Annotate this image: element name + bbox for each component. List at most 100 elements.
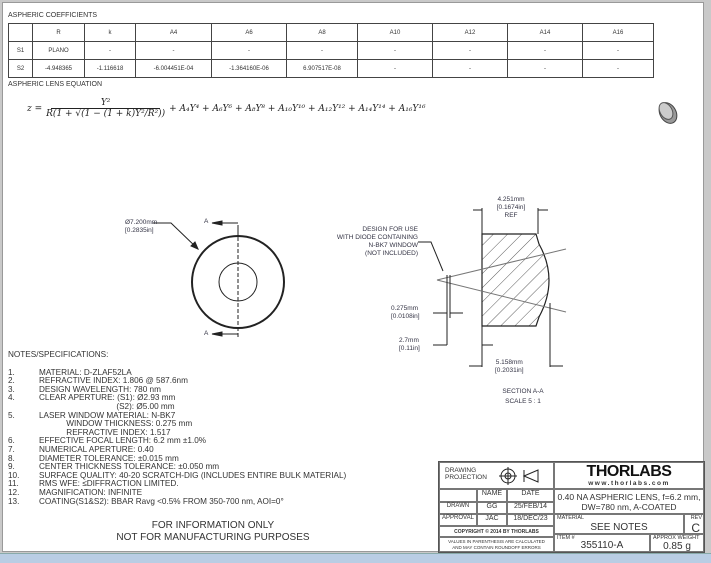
drawing-sheet: ASPHERIC COEFFICIENTS R k A4 A6 A8 A10 A… — [2, 2, 705, 553]
gap-mm: 2.7mm — [399, 337, 419, 344]
wd-mm: 5.158mm — [495, 359, 523, 366]
projection-cell: DRAWING PROJECTION — [439, 462, 554, 489]
note-line: (NOT INCLUDED) — [365, 250, 418, 257]
note-item: 8. DIAMETER TOLERANCE: ±0.015 mm — [8, 453, 346, 464]
note-item: (S2): Ø5.00 mm — [8, 401, 346, 412]
note-item: REFRACTIVE INDEX: 1.517 — [8, 427, 346, 438]
note-text: SURFACE QUALITY: 40-20 SCRATCH-DIG (INCL… — [39, 470, 347, 480]
equation-denominator: R(1 + √(1 − (1 + k)Y²/R²)) — [46, 109, 166, 119]
coefficients-title: ASPHERIC COEFFICIENTS — [8, 12, 98, 19]
table-header-row: R k A4 A6 A8 A10 A12 A14 A16 — [8, 23, 654, 42]
item-number: 355110-A — [580, 540, 624, 551]
cell: - — [582, 59, 654, 78]
note-text: EFFECTIVE FOCAL LENGTH: 6.2 mm ±1.0% — [39, 436, 207, 446]
note-line: N-BK7 WINDOW — [368, 242, 418, 249]
front-view — [153, 220, 285, 338]
equation-terms: + A₄Y⁴ + A₆Y⁶ + A₈Y⁸ + A₁₀Y¹⁰ + A₁₂Y¹² +… — [169, 103, 426, 114]
window-mm: 0.275mm — [391, 305, 419, 312]
drawn-label: DRAWN — [439, 502, 477, 514]
approval-name: JAC — [477, 514, 507, 526]
section-scale: SCALE 5 : 1 — [505, 398, 541, 405]
lens-drawing — [153, 208, 567, 367]
equation-numerator: Y² — [50, 98, 161, 109]
note-number: 7. — [8, 444, 15, 454]
part-description: 0.40 NA ASPHERIC LENS, f=6.2 mm, DW=780 … — [554, 489, 704, 514]
note-line: DESIGN FOR USE — [362, 226, 418, 233]
note-item: 11. RMS WFE: ≤DIFFRACTION LIMITED. — [8, 480, 346, 489]
note-text: WINDOW THICKNESS: 0.275 mm — [39, 419, 193, 429]
note-text: DIAMETER TOLERANCE: ±0.015 mm — [39, 453, 179, 463]
rev-label: REV — [690, 515, 702, 521]
title-block: DRAWING PROJECTION NAME DATE DRAWN GG 25… — [438, 461, 705, 553]
note-text: MAGNIFICATION: INFINITE — [39, 487, 143, 497]
thickness-mm: 4.251mm — [497, 196, 525, 203]
note-text: (S2): Ø5.00 mm — [39, 401, 175, 411]
note-item: 5.LASER WINDOW MATERIAL: N-BK7 — [8, 410, 346, 421]
logo-cell: THORLABS www.thorlabs.com — [554, 462, 704, 489]
note-item: 2.REFRACTIVE INDEX: 1.806 @ 587.6nm — [8, 377, 346, 386]
note-item: WINDOW THICKNESS: 0.275 mm — [8, 420, 346, 429]
drawn-date: 25/FEB/14 — [507, 502, 554, 514]
third-angle-projection-icon — [499, 467, 539, 485]
website: www.thorlabs.com — [588, 480, 670, 487]
note-line: WITH DIODE CONTAINING — [336, 234, 418, 241]
copyright: COPYRIGHT © 2014 BY THORLABS — [439, 526, 554, 537]
diameter-in: [0.2835in] — [125, 227, 154, 234]
diameter-dimension: Ø7.200mm[0.2835in] — [125, 219, 157, 235]
approval-label: APPROVAL — [439, 514, 477, 526]
cell: - — [507, 59, 583, 78]
notes-title: NOTES/SPECIFICATIONS: — [8, 350, 109, 359]
note-number: 3. — [8, 384, 15, 394]
note-text: CENTER THICKNESS TOLERANCE: ±0.050 mm — [39, 462, 220, 472]
note-text: COATING(S1&S2): BBAR Ravg <0.5% FROM 350… — [39, 496, 284, 506]
section-title: SECTION A-A SCALE 5 : 1 — [483, 387, 563, 407]
note-item: 13.COATING(S1&S2): BBAR Ravg <0.5% FROM … — [8, 496, 346, 507]
approval-date: 18/DEC/23 — [507, 514, 554, 526]
note-number: 1. — [8, 367, 15, 377]
note-number: 10. — [8, 470, 20, 480]
table-row: S2-4.948365-1.116618-6.004451E-04-1.3641… — [8, 59, 654, 78]
cell: -1.364160E-06 — [211, 59, 287, 78]
note-number: 9. — [8, 462, 15, 472]
note-text: DESIGN WAVELENGTH: 780 nm — [39, 384, 161, 394]
thickness-in: [0.1674in] — [496, 204, 526, 211]
note-number: 11. — [8, 479, 19, 489]
note-text: RMS WFE: ≤DIFFRACTION LIMITED. — [39, 479, 179, 489]
note-number: 12. — [8, 487, 20, 497]
note-item: 9. CENTER THICKNESS TOLERANCE: ±0.050 mm — [8, 463, 346, 472]
section-view — [418, 208, 567, 367]
equation-title: ASPHERIC LENS EQUATION — [8, 81, 103, 88]
values-note: VALUES IN PARENTHESIS ARE CALCULATED AND… — [439, 537, 554, 552]
date-header: DATE — [507, 489, 554, 502]
note-number: 5. — [8, 410, 15, 420]
weight-label: APPROX WEIGHT — [653, 535, 700, 541]
note-number: 4. — [8, 393, 15, 403]
note-text: REFRACTIVE INDEX: 1.806 @ 587.6nm — [39, 376, 188, 386]
note-number: 6. — [8, 436, 15, 446]
material-value: SEE NOTES — [590, 522, 648, 533]
note-number: 8. — [8, 453, 15, 463]
note-text: REFRACTIVE INDEX: 1.517 — [39, 427, 171, 437]
cell: -4.948365 — [32, 59, 85, 78]
item-label: ITEM # — [557, 535, 575, 541]
weight-value: 0.85 g — [663, 541, 691, 552]
gap-in: [0.11in] — [399, 345, 420, 352]
diameter-mm: Ø7.200mm — [125, 219, 158, 226]
window-dimension: 0.275mm[0.0108in] — [391, 305, 420, 321]
section-label-top: A — [204, 218, 209, 225]
aspheric-equation: z = Y² R(1 + √(1 − (1 + k)Y²/R²)) + A₄Y⁴… — [27, 98, 426, 119]
disclaimer-2: NOT FOR MANUFACTURING PURPOSES — [116, 532, 310, 543]
thorlabs-logo: THORLABS — [586, 463, 672, 480]
thickness-ref: REF — [504, 212, 518, 219]
note-item: 7.NUMERICAL APERTURE: 0.40 — [8, 444, 346, 455]
note-text: MATERIAL: D-ZLAF52LA — [39, 367, 132, 377]
note-item: 12. MAGNIFICATION: INFINITE — [8, 487, 346, 498]
section-name: SECTION A-A — [502, 388, 544, 395]
thickness-dimension: 4.251mm[0.1674in]REF — [483, 196, 539, 220]
window-bottom-bar — [0, 553, 711, 563]
